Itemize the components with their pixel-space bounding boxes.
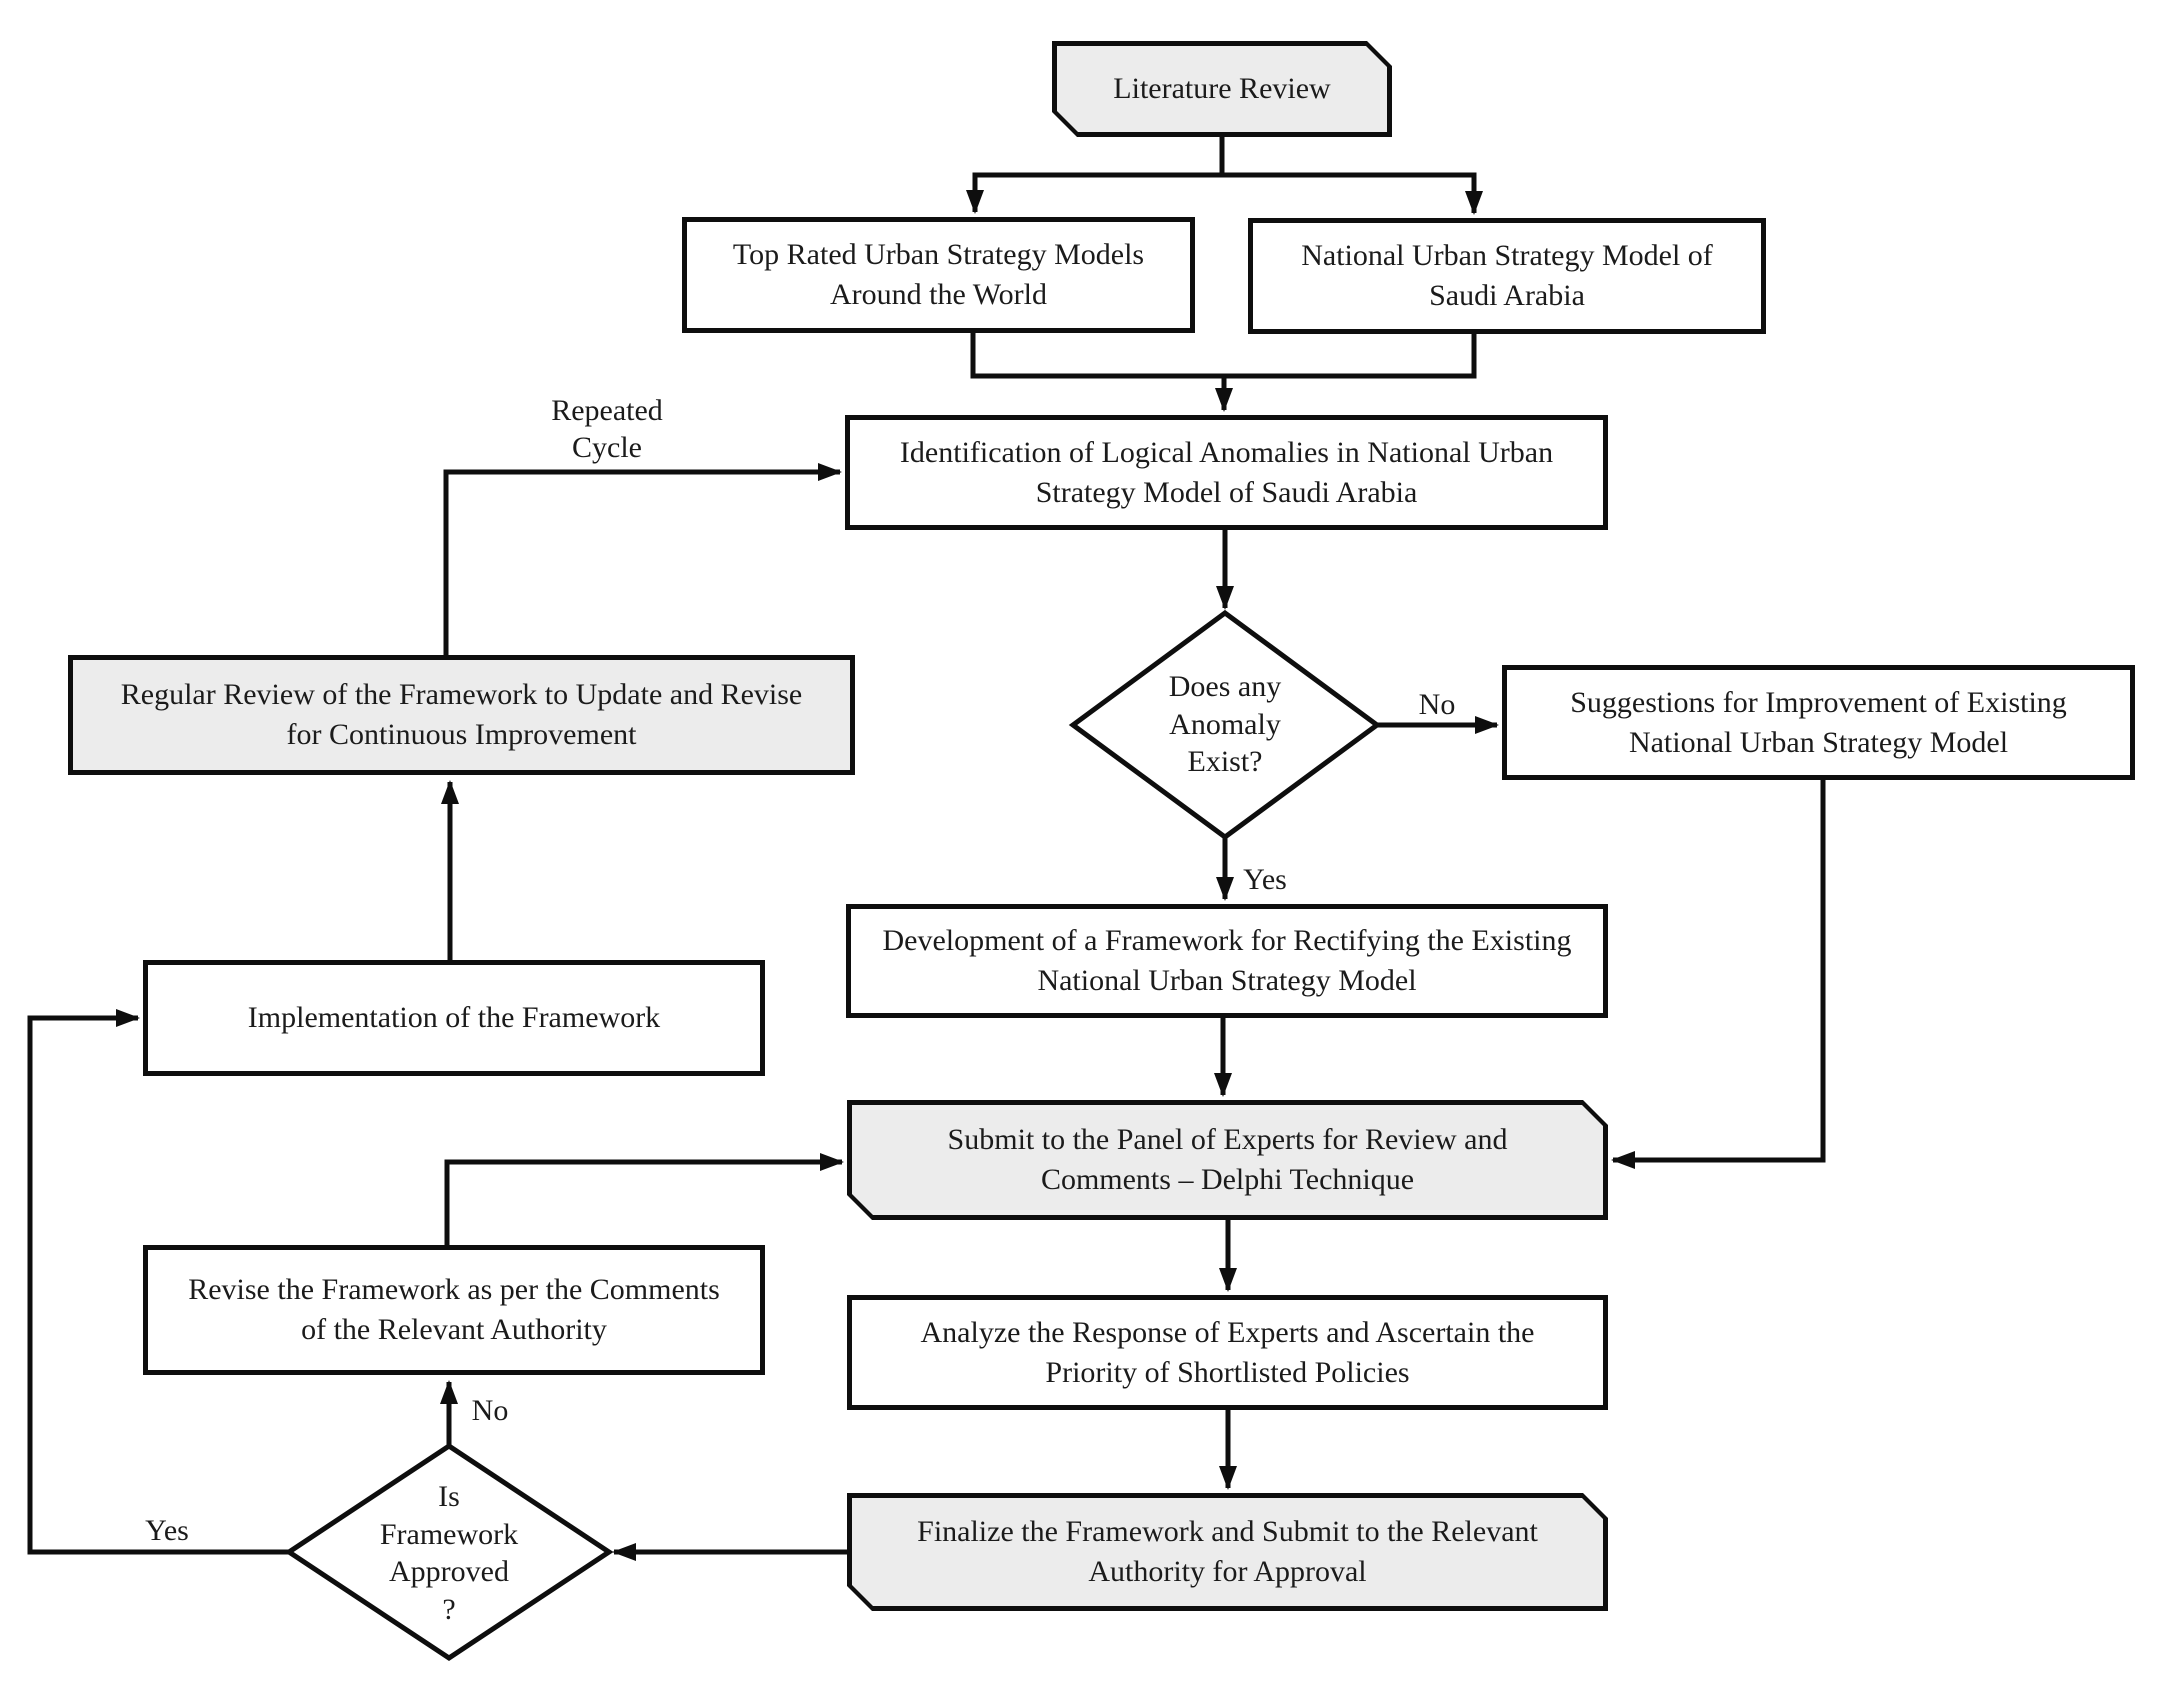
- node-regular-review: Regular Review of the Framework to Updat…: [68, 655, 855, 775]
- approval-no-label: No: [471, 1394, 509, 1427]
- node-literature-review-label: Literature Review: [1057, 46, 1387, 132]
- approval-decision-label: Is Framework Approved ?: [379, 1480, 519, 1626]
- edge-suggestions-to-submit: [1611, 778, 1826, 1169]
- node-implementation: Implementation of the Framework: [143, 960, 765, 1076]
- anomaly-decision-label: Does any Anomaly Exist?: [1168, 670, 1282, 778]
- node-analyze-response: Analyze the Response of Experts and Asce…: [847, 1295, 1608, 1410]
- edge-repeated-cycle: [443, 463, 842, 657]
- anomaly-yes-label: Yes: [1243, 863, 1287, 896]
- anomaly-decision-diamond: [1068, 609, 1382, 841]
- repeated-cycle-label: Repeated Cycle: [551, 394, 663, 465]
- anomaly-no-label: No: [1418, 688, 1456, 721]
- node-literature-review: Literature Review: [1052, 41, 1392, 137]
- edge-approval-yes: [27, 1009, 289, 1555]
- node-revise-framework: Revise the Framework as per the Comments…: [143, 1245, 765, 1375]
- node-national-model: National Urban Strategy Model of Saudi A…: [1248, 218, 1766, 334]
- node-top-rated-models: Top Rated Urban Strategy Models Around t…: [682, 217, 1195, 333]
- node-suggestions-improvement: Suggestions for Improvement of Existing …: [1502, 665, 2135, 780]
- node-submit-panel: Submit to the Panel of Experts for Revie…: [847, 1100, 1608, 1220]
- edge-revise-to-submit: [444, 1153, 844, 1247]
- node-finalize-framework-label: Finalize the Framework and Submit to the…: [852, 1498, 1603, 1606]
- approval-decision-diamond: [284, 1443, 614, 1661]
- node-development-framework: Development of a Framework for Rectifyin…: [846, 904, 1608, 1018]
- node-identification-anomalies: Identification of Logical Anomalies in N…: [845, 415, 1608, 530]
- node-finalize-framework: Finalize the Framework and Submit to the…: [847, 1493, 1608, 1611]
- node-submit-panel-label: Submit to the Panel of Experts for Revie…: [852, 1105, 1603, 1215]
- approval-yes-label: Yes: [145, 1514, 189, 1547]
